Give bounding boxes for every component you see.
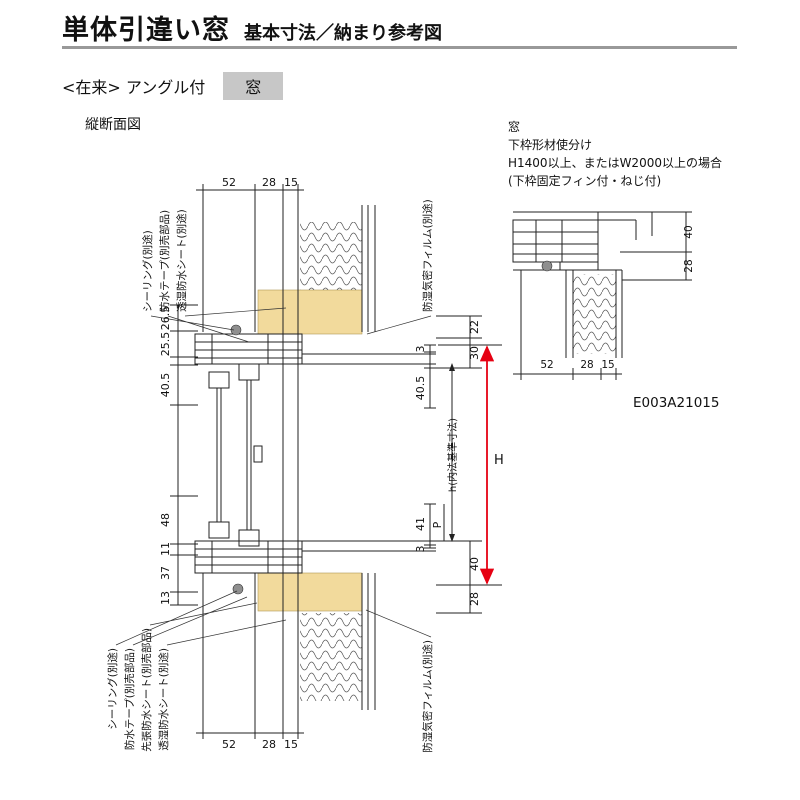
bottom-callouts: シーリング(別途) 防水テープ(別売部品) 先張防水シート(別売部品) 透湿防水…	[106, 628, 434, 753]
dim-left-37: 37	[159, 566, 172, 580]
callout-waterproof-tape-top: 防水テープ(別売部品)	[158, 210, 171, 312]
callout-waterproof-tape-bottom: 防水テープ(別売部品)	[123, 648, 136, 750]
callout-sealing-bottom: シーリング(別途)	[106, 648, 119, 730]
main-drawing: 52 28 15 52 28 15 26.5 25.5 40.5 48 11 3…	[106, 176, 504, 753]
callout-sealing-top: シーリング(別途)	[141, 230, 154, 312]
dim-p-label: P	[431, 521, 444, 528]
section-title: 縦断面図	[85, 117, 141, 133]
dim-left-26-5: 26.5	[159, 306, 172, 331]
leader-lines	[115, 307, 432, 646]
dim-top-15: 15	[284, 176, 298, 189]
dim-right-3a: 3	[414, 346, 427, 353]
detail-note-2: H1400以上、またはW2000以上の場合	[508, 155, 722, 170]
main-geometry	[170, 184, 502, 739]
detail-note-3: (下枠固定フィン付・ねじ付)	[508, 173, 661, 188]
top-callouts: シーリング(別途) 防水テープ(別売部品) 透湿防水シート(別途) 防湿気密フィ…	[141, 199, 434, 312]
detail-drawing: 窓 下枠形材使分け H1400以上、またはW2000以上の場合 (下枠固定フィン…	[508, 119, 722, 411]
dim-right-41: 41	[414, 517, 427, 531]
detail-dims: 40 28 52 28 15	[540, 225, 695, 371]
detail-notes: 窓 下枠形材使分け H1400以上、またはW2000以上の場合 (下枠固定フィン…	[508, 119, 722, 188]
detail-insulation-hatch	[573, 274, 616, 354]
dim-right-40: 40	[468, 557, 481, 571]
callout-vapor-film-bottom: 防湿気密フィルム(別途)	[421, 640, 434, 753]
dim-left-11: 11	[159, 542, 172, 556]
detail-dim-40: 40	[683, 225, 695, 238]
detail-sealing-dot	[541, 260, 553, 272]
dim-bottom-15: 15	[284, 738, 298, 751]
dim-left-40-5: 40.5	[159, 373, 172, 398]
main-left-dims: 26.5 25.5 40.5 48 11 37 13	[159, 306, 172, 605]
insulation-hatch	[300, 222, 362, 701]
main-right-dims: 22 30 3 40.5 41 3 40 28 P h(内法基準寸法)	[414, 320, 481, 606]
detail-dim-28: 28	[683, 259, 695, 272]
main-horizontal-dims: 52 28 15 52 28 15	[222, 176, 298, 751]
drawing-code: E003A21015	[633, 395, 719, 411]
header-rule	[62, 46, 737, 49]
callout-pre-applied-sheet-bottom: 先張防水シート(別売部品)	[140, 628, 153, 752]
detail-dim-bottom-28: 28	[580, 359, 593, 371]
callout-breathable-sheet-top: 透湿防水シート(別途)	[175, 209, 188, 312]
page-title: 単体引違い窓	[62, 15, 230, 46]
category-chip: 窓	[223, 72, 284, 100]
dim-left-48: 48	[159, 513, 172, 527]
callout-breathable-sheet-bottom: 透湿防水シート(別途)	[157, 648, 170, 751]
dim-right-30: 30	[468, 346, 481, 360]
series-label: <在来> アングル付	[62, 78, 206, 97]
wood-blocking	[257, 289, 363, 612]
dim-left-25-5: 25.5	[159, 332, 172, 357]
dim-inner-height-label: h(内法基準寸法)	[446, 418, 459, 492]
dim-bottom-52: 52	[222, 738, 236, 751]
dim-top-52: 52	[222, 176, 236, 189]
dim-right-22: 22	[468, 320, 481, 334]
dim-top-28: 28	[262, 176, 276, 189]
sealing-dots	[230, 324, 244, 595]
dim-right-28: 28	[468, 592, 481, 606]
detail-geometry	[512, 211, 692, 380]
callout-vapor-film-top: 防湿気密フィルム(別途)	[421, 199, 434, 312]
detail-dim-bottom-52: 52	[540, 359, 553, 371]
detail-note-1: 下枠形材使分け	[508, 137, 592, 152]
dim-h-label: H	[494, 453, 504, 468]
page-subtitle: 基本寸法／納まり参考図	[244, 23, 442, 44]
dim-right-3b: 3	[414, 546, 427, 553]
page-header: 単体引違い窓 基本寸法／納まり参考図	[62, 8, 442, 47]
dim-left-13: 13	[159, 591, 172, 605]
detail-dim-bottom-15: 15	[601, 359, 614, 371]
series-row: <在来> アングル付 窓	[62, 72, 284, 100]
detail-heading: 窓	[508, 119, 520, 134]
dim-right-40-5: 40.5	[414, 376, 427, 401]
dim-bottom-28: 28	[262, 738, 276, 751]
